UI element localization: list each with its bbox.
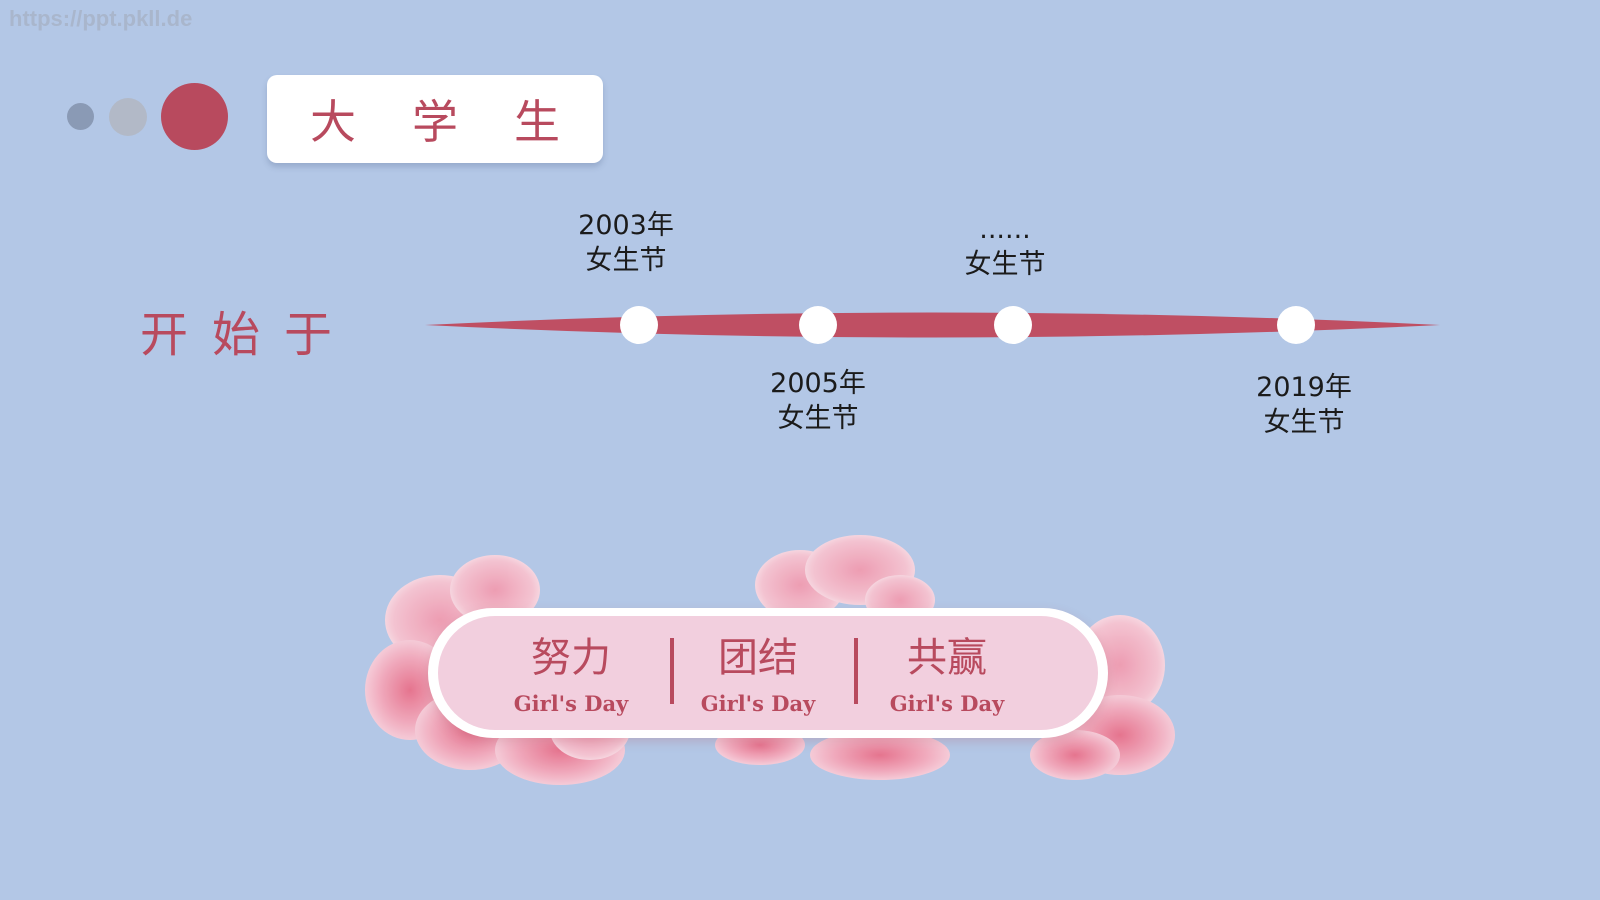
motto-chinese: 共赢 (907, 635, 987, 681)
motto-separator (854, 638, 858, 704)
motto-separator (670, 638, 674, 704)
motto-chinese: 团结 (718, 635, 798, 681)
timeline-year: ...... (979, 214, 1031, 245)
watermark-text: https://ppt.pkll.de (9, 6, 193, 31)
timeline-label-ellipsis: ...... 女生节 (925, 212, 1085, 282)
timeline-label-2019: 2019年 女生节 (1224, 370, 1384, 440)
timeline-name: 女生节 (585, 245, 667, 276)
title-card: 大学生 (267, 75, 603, 163)
timeline-node-2019 (1277, 306, 1315, 344)
timeline-name: 女生节 (777, 403, 859, 434)
motto-item-effort: 努力 Girl's Day (496, 636, 646, 716)
motto-item-unity: 团结 Girl's Day (683, 636, 833, 716)
motto-card-inner: 努力 Girl's Day 团结 Girl's Day 共赢 Girl's Da… (438, 616, 1098, 730)
timeline-name: 女生节 (1263, 407, 1345, 438)
timeline-node-2003 (620, 306, 658, 344)
page-title: 大学生 (310, 95, 616, 149)
timeline-label-2005: 2005年 女生节 (738, 366, 898, 436)
motto-english: Girl's Day (513, 691, 629, 716)
timeline-year: 2019年 (1256, 372, 1352, 403)
motto-card: 努力 Girl's Day 团结 Girl's Day 共赢 Girl's Da… (428, 608, 1108, 738)
decor-dot-medium (109, 98, 147, 136)
motto-english: Girl's Day (700, 691, 816, 716)
timeline-year: 2005年 (770, 368, 866, 399)
timeline-node-2005 (799, 306, 837, 344)
decor-dot-small (67, 103, 94, 130)
timeline-bar (425, 312, 1440, 338)
motto-english: Girl's Day (889, 691, 1005, 716)
start-label: 开始于 (140, 307, 357, 363)
motto-item-win-win: 共赢 Girl's Day (872, 636, 1022, 716)
timeline-label-2003: 2003年 女生节 (546, 208, 706, 278)
timeline-node-ellipsis (994, 306, 1032, 344)
decor-dot-large (161, 83, 228, 150)
motto-chinese: 努力 (531, 635, 611, 681)
timeline-year: 2003年 (578, 210, 674, 241)
timeline-name: 女生节 (964, 249, 1046, 280)
